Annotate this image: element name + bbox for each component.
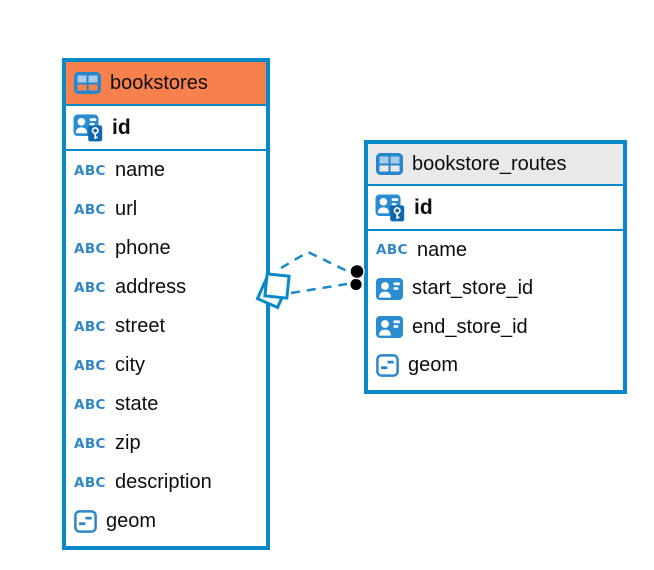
text-type-icon: ABC (74, 279, 106, 296)
column-name: geom (408, 354, 459, 377)
column-name: start_store_id (412, 277, 534, 300)
column-row-pk[interactable]: id (368, 186, 623, 231)
column-name: name (115, 159, 166, 181)
column-row[interactable]: geom (66, 502, 266, 541)
column-row[interactable]: ABC description (66, 463, 266, 502)
column-name: url (115, 198, 138, 220)
column-row[interactable]: ABC street (66, 307, 266, 346)
column-row[interactable]: start_store_id (368, 269, 623, 308)
column-name: address (115, 276, 187, 298)
primary-key-icon (73, 114, 103, 142)
relation-endpoint-dots[interactable] (348, 263, 365, 292)
text-type-icon: ABC (74, 357, 106, 374)
column-row-pk[interactable]: id (66, 106, 266, 151)
text-type-icon: ABC (74, 240, 106, 257)
column-name: id (414, 195, 433, 219)
text-type-icon: ABC (74, 162, 106, 179)
text-type-icon: ABC (74, 396, 106, 413)
relation-line-start-store[interactable] (280, 250, 350, 274)
table-icon (74, 72, 101, 94)
column-name: id (112, 115, 131, 139)
column-name: street (115, 315, 166, 337)
column-row[interactable]: ABC address (66, 268, 266, 307)
column-name: phone (115, 237, 171, 259)
column-row[interactable]: end_store_id (368, 308, 623, 347)
relation-line-end-store[interactable] (290, 282, 348, 295)
column-name: name (417, 238, 468, 261)
reference-type-icon (376, 316, 403, 339)
column-row[interactable]: ABC zip (66, 424, 266, 463)
text-type-icon: ABC (74, 318, 106, 335)
column-name: description (115, 471, 212, 493)
table-routes-header[interactable]: bookstore_routes (368, 144, 623, 186)
column-row[interactable]: ABC phone (66, 229, 266, 268)
column-name: city (115, 354, 145, 376)
geometry-type-icon (74, 510, 97, 533)
text-type-icon: ABC (74, 474, 106, 491)
table-bookstore-routes[interactable]: bookstore_routes id ABC name (364, 140, 627, 394)
table-icon (376, 153, 403, 175)
column-row[interactable]: ABC url (66, 190, 266, 229)
column-name: geom (106, 510, 157, 532)
table-name: bookstores (110, 71, 208, 94)
column-row[interactable]: ABC name (66, 151, 266, 190)
column-name: end_store_id (412, 315, 528, 338)
column-row[interactable]: geom (368, 346, 623, 385)
column-row[interactable]: ABC state (66, 385, 266, 424)
text-type-icon: ABC (376, 242, 408, 259)
table-bookstores-header[interactable]: bookstores (66, 62, 266, 106)
primary-key-icon (375, 194, 405, 222)
reference-type-icon (376, 277, 403, 300)
table-bookstores[interactable]: bookstores id ABC name (62, 58, 270, 550)
column-name: state (115, 393, 159, 415)
column-row[interactable]: ABC name (368, 231, 623, 270)
text-type-icon: ABC (74, 201, 106, 218)
text-type-icon: ABC (74, 435, 106, 452)
table-name: bookstore_routes (412, 152, 567, 175)
column-row[interactable]: ABC city (66, 346, 266, 385)
geometry-type-icon (376, 354, 399, 378)
column-name: zip (115, 432, 141, 454)
